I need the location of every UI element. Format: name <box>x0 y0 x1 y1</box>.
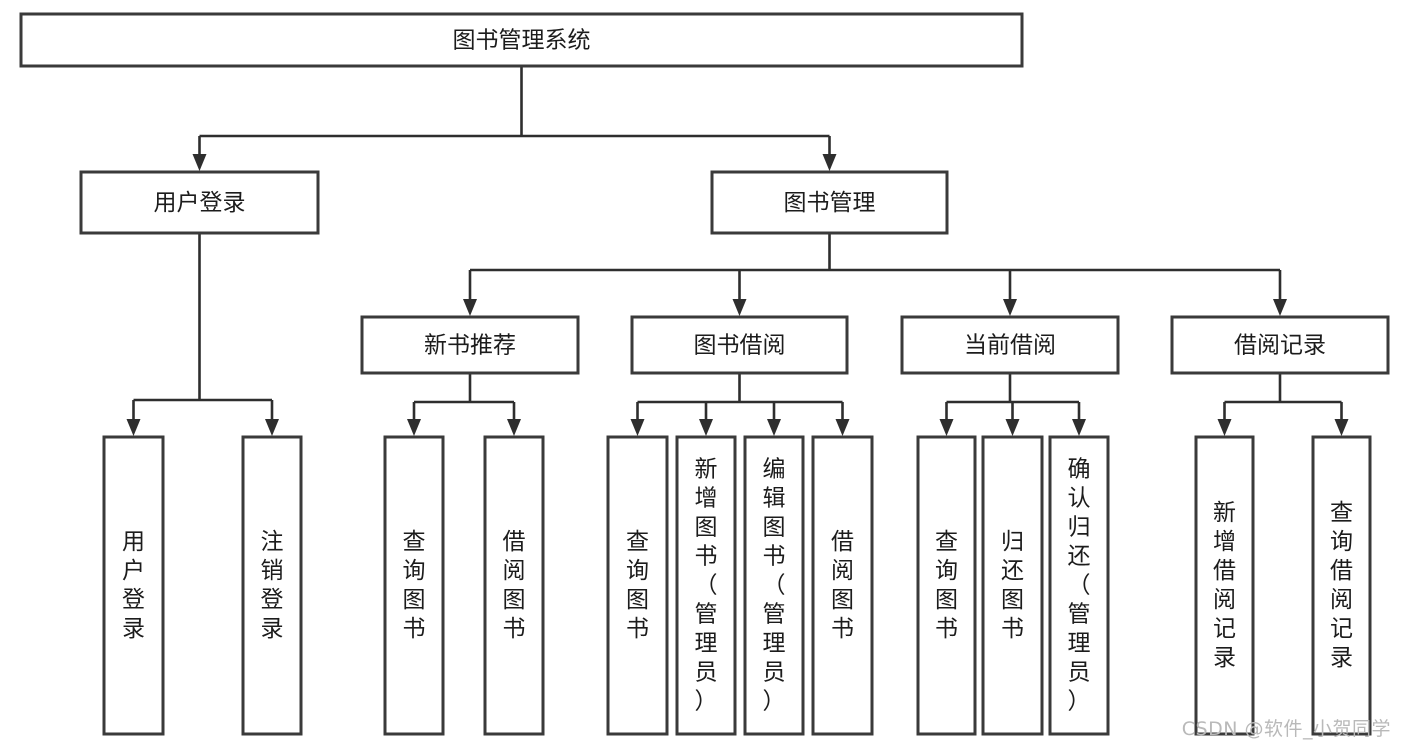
node-label-leaf-borrow-book-2: 借阅图书 <box>831 529 854 642</box>
node-label-leaf-logout: 注销登录 <box>261 529 284 642</box>
node-label-root: 图书管理系统 <box>453 28 591 54</box>
node-label-leaf-return-book: 归还图书 <box>1001 529 1024 642</box>
node-box-leaf-borrow-book-1 <box>483 435 545 736</box>
node-leaf-borrow-book-1[interactable]: 借阅图书 <box>483 435 545 736</box>
node-leaf-edit-book[interactable]: 编辑图书（管理员） <box>743 435 805 736</box>
node-label-leaf-user-login: 用户登录 <box>122 529 145 642</box>
node-box-leaf-confirm-return <box>1048 435 1110 736</box>
connector-user-login-to-leaves <box>126 233 279 436</box>
node-box-book-manage <box>710 170 949 235</box>
node-root[interactable]: 图书管理系统 <box>19 12 1024 68</box>
node-box-leaf-edit-book <box>743 435 805 736</box>
node-user-login[interactable]: 用户登录 <box>79 170 320 235</box>
node-box-leaf-logout <box>241 435 303 736</box>
arrowhead-icon <box>1334 419 1349 436</box>
arrowhead-icon <box>265 419 279 436</box>
arrowhead-icon <box>1273 299 1287 316</box>
node-box-leaf-add-book <box>675 435 737 736</box>
node-label-leaf-add-book: 新增图书（管理员） <box>695 456 718 714</box>
node-label-user-login: 用户登录 <box>154 190 246 216</box>
node-leaf-query-book-1[interactable]: 查询图书 <box>383 435 445 736</box>
arrowhead-icon <box>1003 299 1017 316</box>
arrowhead-icon <box>1005 419 1020 436</box>
node-leaf-query-book-2[interactable]: 查询图书 <box>606 435 669 736</box>
node-box-leaf-query-book-3 <box>916 435 977 736</box>
node-label-leaf-query-book-1: 查询图书 <box>403 529 426 642</box>
node-book-borrow[interactable]: 图书借阅 <box>630 315 849 375</box>
node-label-leaf-borrow-book-1: 借阅图书 <box>503 529 526 642</box>
arrowhead-icon <box>835 419 850 436</box>
arrowhead-icon <box>507 419 521 436</box>
node-label-book-borrow: 图书借阅 <box>694 333 786 359</box>
node-current-borrow[interactable]: 当前借阅 <box>900 315 1120 375</box>
node-label-book-manage: 图书管理 <box>784 190 876 216</box>
node-box-leaf-add-record <box>1194 435 1255 736</box>
node-leaf-user-login[interactable]: 用户登录 <box>102 435 165 736</box>
node-new-book-rec[interactable]: 新书推荐 <box>360 315 580 375</box>
node-leaf-confirm-return[interactable]: 确认归还（管理员） <box>1048 435 1110 736</box>
node-book-manage[interactable]: 图书管理 <box>710 170 949 235</box>
arrowhead-icon <box>463 299 477 316</box>
connector-new-book-rec-to-leaves <box>407 373 521 436</box>
arrowhead-icon <box>732 299 747 316</box>
node-box-book-borrow <box>630 315 849 375</box>
node-box-borrow-record <box>1170 315 1390 375</box>
node-leaf-add-book[interactable]: 新增图书（管理员） <box>675 435 737 736</box>
node-box-new-book-rec <box>360 315 580 375</box>
node-boxes-layer: 图书管理系统用户登录图书管理新书推荐图书借阅当前借阅借阅记录用户登录注销登录查询… <box>19 12 1390 736</box>
node-leaf-query-book-3[interactable]: 查询图书 <box>916 435 977 736</box>
node-label-new-book-rec: 新书推荐 <box>424 333 516 359</box>
arrowhead-icon <box>822 154 837 171</box>
connector-current-borrow-to-leaves <box>939 373 1086 436</box>
connector-book-borrow-to-leaves <box>630 373 850 436</box>
arrowhead-icon <box>126 419 141 436</box>
node-box-user-login <box>79 170 320 235</box>
node-box-root <box>19 12 1024 68</box>
node-box-leaf-return-book <box>981 435 1044 736</box>
node-label-leaf-add-record: 新增借阅记录 <box>1213 500 1236 671</box>
node-leaf-query-record[interactable]: 查询借阅记录 <box>1311 435 1372 736</box>
arrowhead-icon <box>1072 419 1086 436</box>
node-leaf-add-record[interactable]: 新增借阅记录 <box>1194 435 1255 736</box>
node-label-current-borrow: 当前借阅 <box>964 333 1056 359</box>
node-leaf-borrow-book-2[interactable]: 借阅图书 <box>811 435 874 736</box>
node-box-leaf-query-record <box>1311 435 1372 736</box>
node-box-leaf-query-book-2 <box>606 435 669 736</box>
arrowhead-icon <box>192 154 207 171</box>
node-box-leaf-user-login <box>102 435 165 736</box>
node-box-leaf-borrow-book-2 <box>811 435 874 736</box>
node-label-leaf-query-book-3: 查询图书 <box>935 529 958 642</box>
node-leaf-return-book[interactable]: 归还图书 <box>981 435 1044 736</box>
node-label-leaf-edit-book: 编辑图书（管理员） <box>763 456 786 714</box>
arrowhead-icon <box>939 419 954 436</box>
node-label-leaf-query-record: 查询借阅记录 <box>1330 500 1353 671</box>
node-borrow-record[interactable]: 借阅记录 <box>1170 315 1390 375</box>
arrowhead-icon <box>699 419 713 436</box>
node-label-leaf-confirm-return: 确认归还（管理员） <box>1068 456 1091 714</box>
arrowhead-icon <box>767 419 781 436</box>
connector-lines-layer <box>126 66 1349 436</box>
arrowhead-icon <box>407 419 421 436</box>
node-label-leaf-query-book-2: 查询图书 <box>626 529 649 642</box>
node-label-borrow-record: 借阅记录 <box>1234 333 1326 359</box>
node-box-current-borrow <box>900 315 1120 375</box>
node-box-leaf-query-book-1 <box>383 435 445 736</box>
arrowhead-icon <box>1217 419 1232 436</box>
arrowhead-icon <box>630 419 645 436</box>
connector-level2-to-level3 <box>463 233 1287 316</box>
node-leaf-logout[interactable]: 注销登录 <box>241 435 303 736</box>
connector-root-to-level2 <box>192 66 837 171</box>
connector-borrow-record-to-leaves <box>1217 373 1349 436</box>
